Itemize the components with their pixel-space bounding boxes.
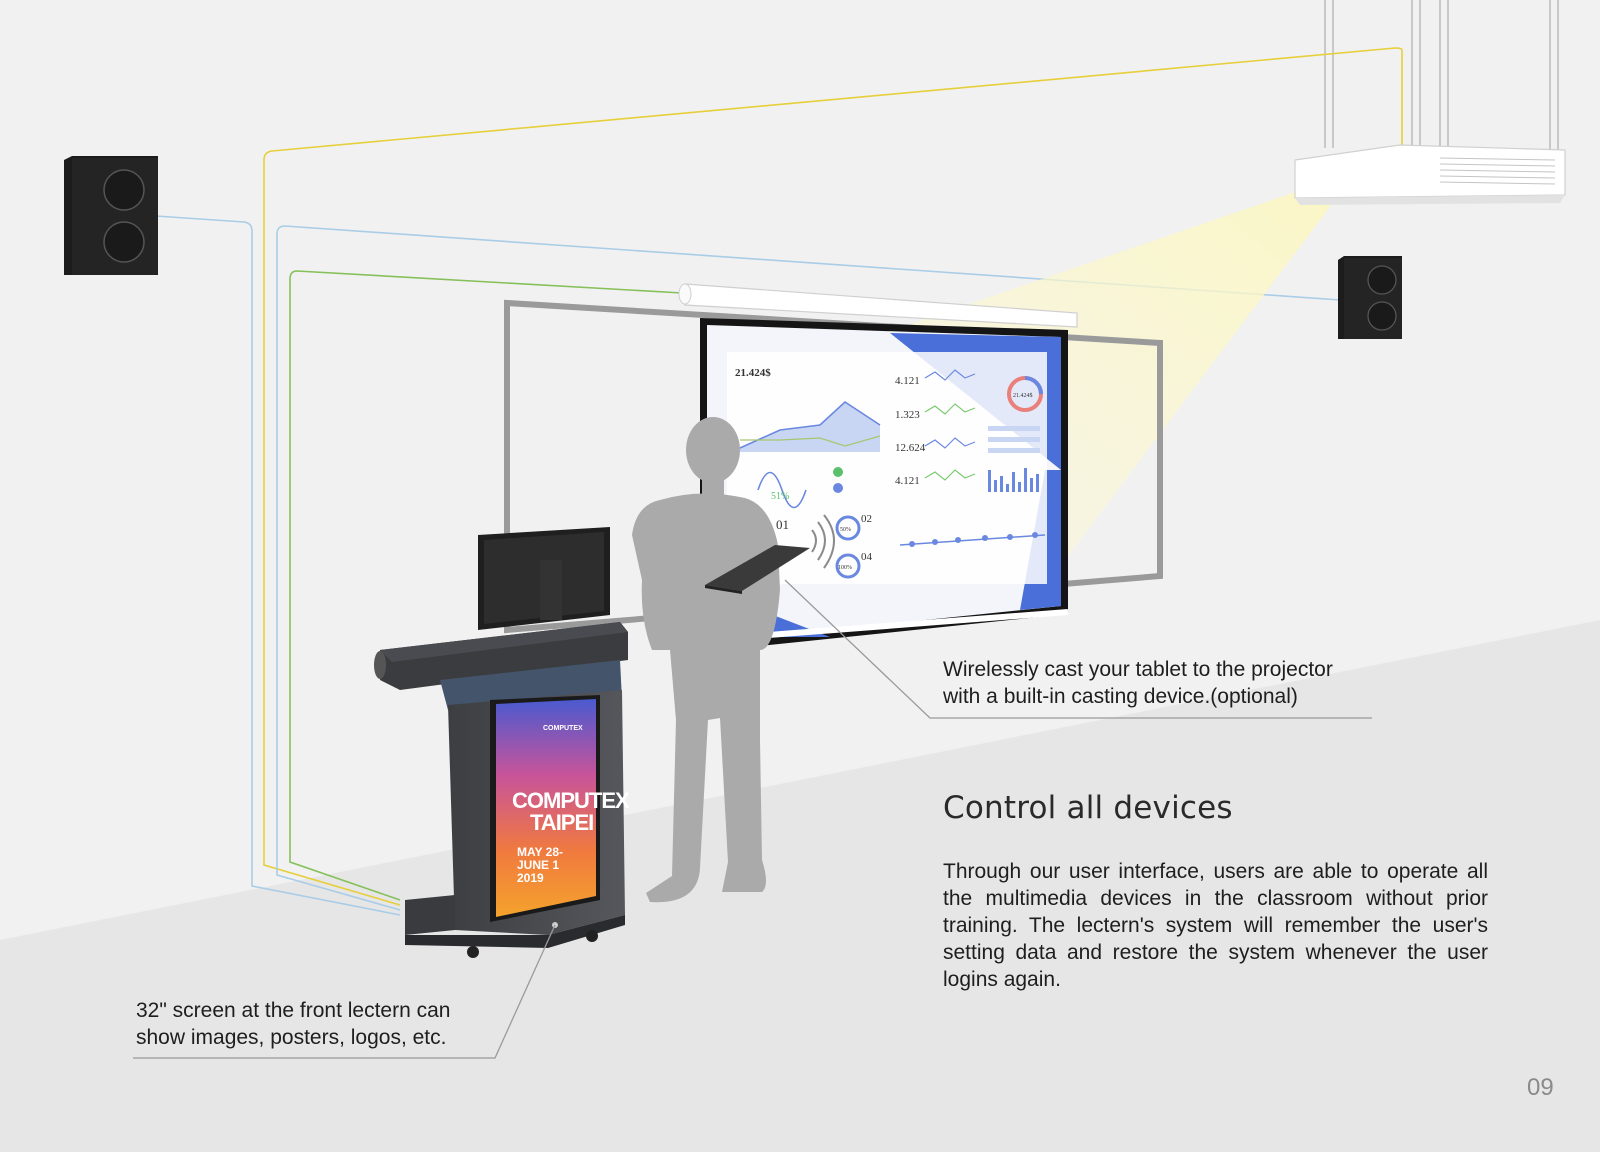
presenter-silhouette [632,417,780,903]
left-speaker [64,156,158,275]
tablet [705,545,810,594]
dash-metric-3: 12.624 [895,442,926,454]
cast-leader-line [784,579,1372,719]
av-cables [155,47,1403,916]
wireless-icon [811,514,835,569]
projector [1294,144,1566,205]
dash-metric-2: 1.323 [895,409,920,421]
poster-date-2: JUNE 1 [517,858,559,872]
poster-date-3: 2019 [517,871,544,885]
screen-callout-line-2: show images, posters, logos, etc. [136,1026,447,1049]
dash-total-value: 21.424$ [735,367,771,379]
section-body: Through our user interface, users are ab… [943,860,1488,991]
dash-percent-a: 51% [771,491,789,502]
right-speaker [1338,256,1402,339]
lectern: COMPUTEX COMPUTEX TAIPEI MAY 28- JUNE 1 … [374,527,631,958]
dash-metric-4: 4.121 [895,475,920,487]
dash-step-01: 01 [776,517,789,532]
poster-headline-2: TAIPEI [530,810,593,835]
cast-callout-line-2: with a built-in casting device.(optional… [943,685,1298,708]
screen-callout: 32" screen at the front lectern can show… [136,997,536,1051]
ceiling-mount [1324,0,1559,150]
dash-donut-value: 21.424$ [1013,392,1033,399]
dash-percent-b: 50% [840,527,851,533]
cast-callout: Wirelessly cast your tablet to the proje… [943,656,1403,710]
floor [0,620,1600,1152]
poster-date-1: MAY 28- [517,845,563,859]
dash-metric-1: 4.121 [895,375,920,387]
poster-headline-1: COMPUTEX [512,788,630,813]
callout-lines [133,579,1372,1059]
page-number: 09 [1527,1074,1554,1101]
poster-brand: COMPUTEX [543,725,583,732]
dash-step-04: 04 [861,551,873,563]
section-title: Control all devices [943,790,1233,826]
dash-step-02: 02 [861,513,872,525]
cast-callout-line-1: Wirelessly cast your tablet to the proje… [943,658,1333,681]
screen-leader-line [133,924,556,1059]
projection-screen: 21.424$ 4.121 1.323 12.624 4.121 21.424$… [700,318,1069,646]
screen-callout-line-1: 32" screen at the front lectern can [136,999,451,1022]
dash-percent-c: 100% [838,565,852,571]
